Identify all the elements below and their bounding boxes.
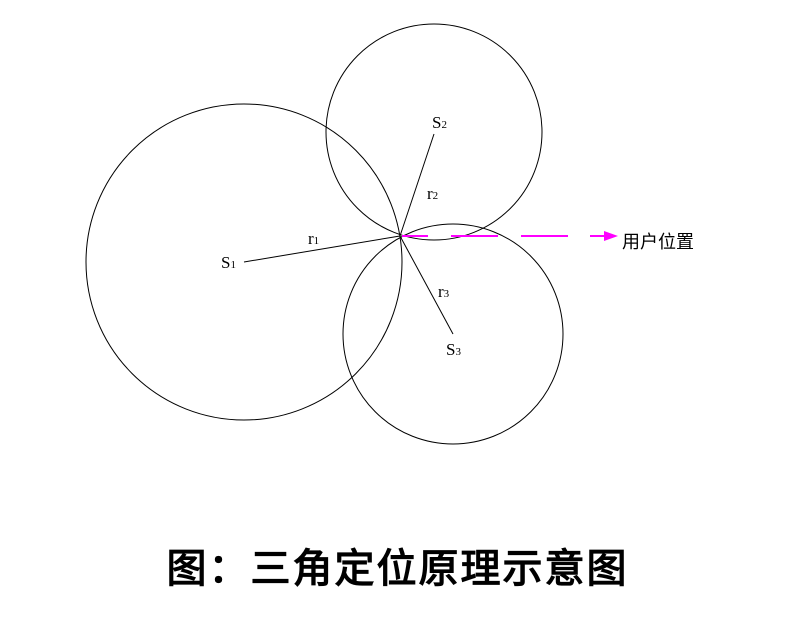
radius-line-r3 — [399, 235, 454, 335]
radius-line-r1 — [243, 235, 401, 263]
arrowhead-icon — [604, 231, 618, 241]
radius-1-label: r1 — [308, 229, 319, 248]
station-2-range-circle — [325, 23, 543, 241]
radius-line-r2 — [399, 133, 435, 237]
user-position-label: 用户位置 — [622, 232, 694, 253]
figure-caption: 图：三角定位原理示意图 — [166, 545, 629, 592]
station-1-range-circle — [85, 103, 403, 421]
station-2-label: S2 — [432, 113, 447, 132]
radius-3-label: r3 — [438, 282, 450, 301]
station-1-label: S1 — [221, 253, 236, 272]
station-3-range-circle — [342, 223, 564, 445]
station-3-label: S3 — [446, 340, 461, 359]
radius-2-label: r2 — [427, 184, 438, 203]
